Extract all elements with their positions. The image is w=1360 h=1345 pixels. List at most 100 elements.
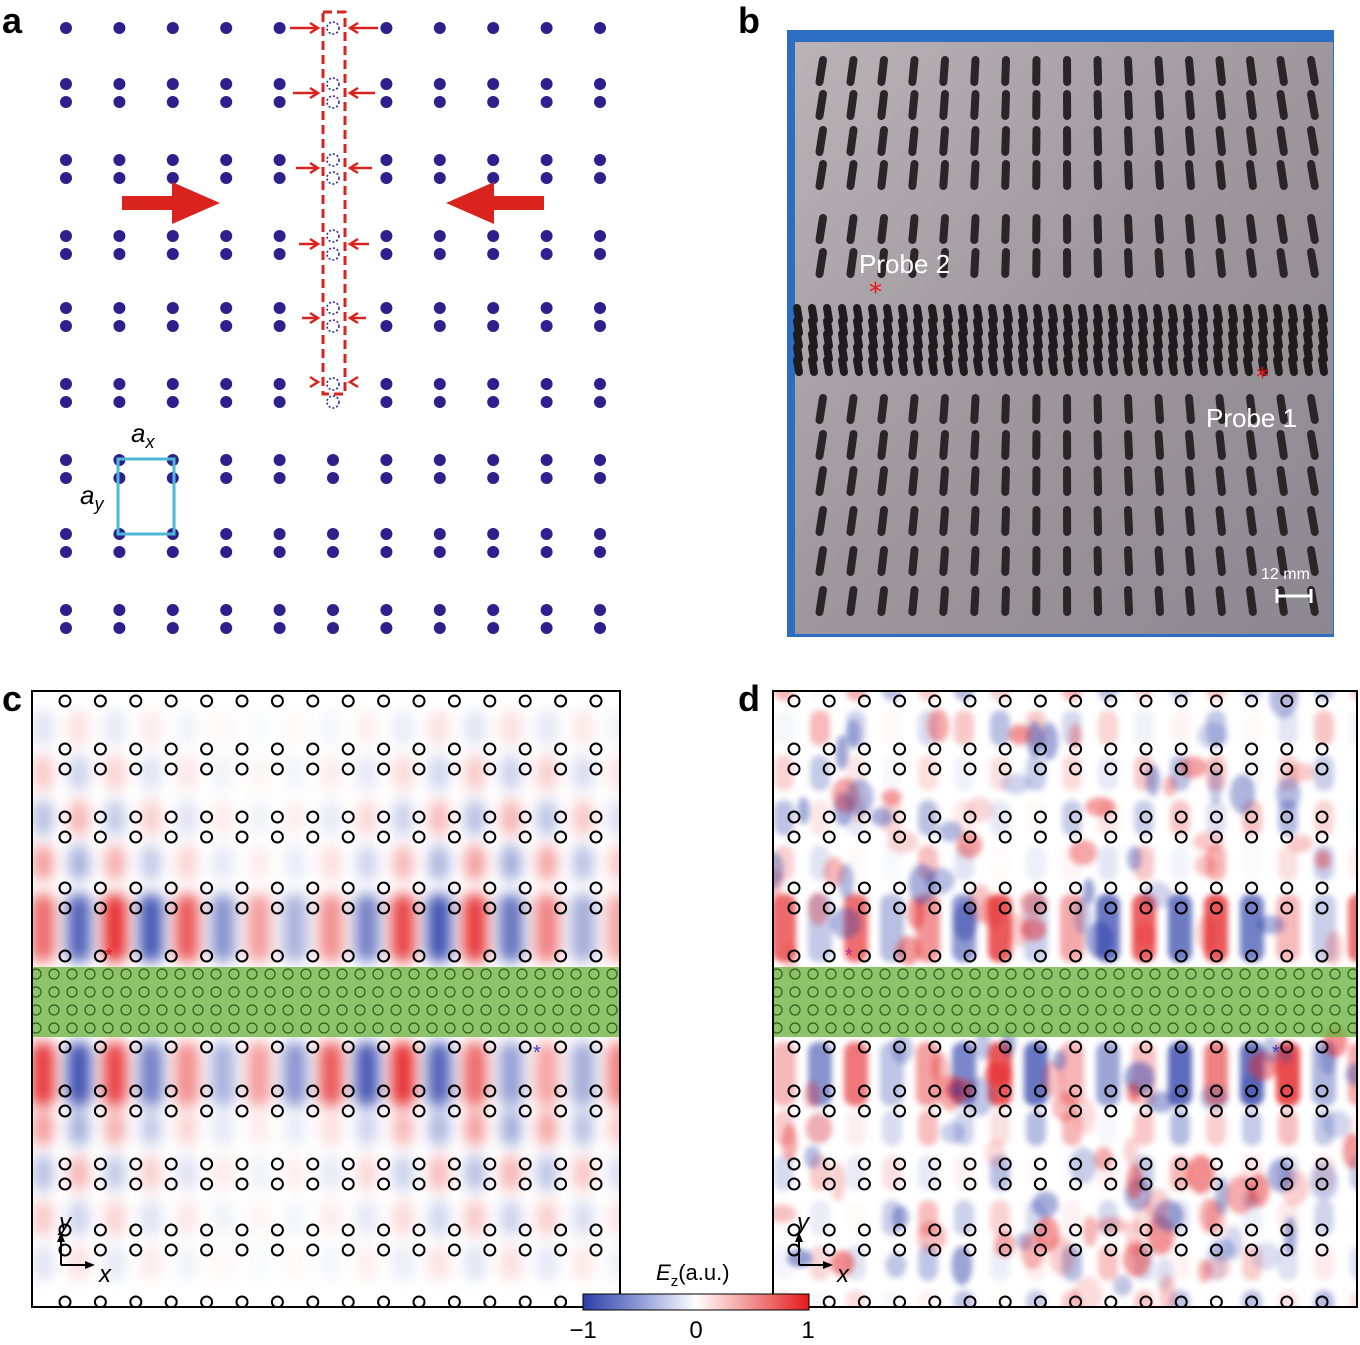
lattice-dot xyxy=(60,172,72,184)
lattice-dot xyxy=(433,378,446,390)
pillar-marker xyxy=(1174,1243,1188,1257)
pillar xyxy=(1215,56,1226,86)
lattice-dot xyxy=(113,230,126,242)
lattice-dot xyxy=(220,154,233,166)
lattice-dot xyxy=(487,604,500,616)
band-marker xyxy=(264,1004,276,1016)
pillar xyxy=(1215,90,1226,120)
lattice-dot xyxy=(60,78,72,90)
pillar xyxy=(1018,356,1028,376)
lattice-dot xyxy=(60,154,72,166)
svg-text:y: y xyxy=(57,1209,73,1236)
band-marker xyxy=(66,968,78,980)
pillar xyxy=(1093,90,1103,120)
pillar xyxy=(1318,356,1328,376)
band-marker xyxy=(1347,1022,1358,1034)
pillar xyxy=(1168,356,1178,376)
pillar-markers xyxy=(31,694,618,1308)
pillar-marker xyxy=(1209,901,1223,915)
pillar-marker xyxy=(857,1243,871,1257)
band-marker xyxy=(825,968,837,980)
band-marker xyxy=(120,968,132,980)
ax-label: ax xyxy=(131,418,155,452)
band-marker xyxy=(951,1022,963,1034)
pillar-marker xyxy=(589,1040,603,1054)
lattice-dot xyxy=(487,378,500,390)
pillar xyxy=(1154,126,1165,156)
pillar xyxy=(1093,160,1103,190)
pillar-marker xyxy=(963,1223,977,1237)
lattice-dot xyxy=(540,604,553,616)
band-marker xyxy=(987,1022,999,1034)
band-marker xyxy=(534,1004,546,1016)
pillar-marker xyxy=(93,1223,107,1237)
pillar-marker xyxy=(235,1223,249,1237)
pillar-marker xyxy=(447,949,461,963)
lattice-dot xyxy=(273,528,286,540)
pillar xyxy=(1246,160,1257,190)
lattice-dot xyxy=(380,302,393,314)
band-marker xyxy=(1257,986,1269,998)
lattice-dot xyxy=(487,320,500,332)
pillar-marker xyxy=(412,1295,426,1308)
pillar-marker xyxy=(306,762,320,776)
lattice-dot xyxy=(380,378,393,390)
pillar xyxy=(1276,586,1288,616)
pillar xyxy=(939,506,949,536)
pillar-marker xyxy=(270,1295,284,1308)
pillar xyxy=(1001,466,1010,496)
pillar-marker xyxy=(93,1104,107,1118)
lattice-dot xyxy=(113,248,126,260)
pillar-marker xyxy=(1209,1243,1223,1257)
band-marker xyxy=(987,1004,999,1016)
band-marker xyxy=(282,986,294,998)
pillar-marker xyxy=(1069,1157,1083,1171)
pillar xyxy=(823,356,833,376)
pillar xyxy=(1276,160,1288,190)
lattice-dot xyxy=(433,472,446,484)
pillar-marker xyxy=(200,810,214,824)
lattice-dot xyxy=(113,154,126,166)
lattice-dot xyxy=(433,604,446,616)
pillar-marker xyxy=(483,1104,497,1118)
band-marker xyxy=(861,968,873,980)
pillar xyxy=(1093,466,1103,496)
pillar xyxy=(939,466,949,496)
pillar-marker xyxy=(1174,1084,1188,1098)
pillar xyxy=(970,506,980,536)
band-marker xyxy=(516,968,528,980)
band-marker xyxy=(1149,986,1161,998)
band-marker xyxy=(1113,1022,1125,1034)
band-marker xyxy=(1311,968,1323,980)
lattice-dot xyxy=(273,320,286,332)
lattice-dot xyxy=(594,320,606,332)
band-marker xyxy=(969,968,981,980)
pillar xyxy=(1307,506,1319,536)
pillar-marker xyxy=(412,1104,426,1118)
pillar-marker xyxy=(93,1157,107,1171)
band-marker xyxy=(772,986,783,998)
pillar xyxy=(1154,56,1165,86)
pillar xyxy=(1307,394,1319,424)
lattice-dot xyxy=(380,172,393,184)
axis-indicator: y x xyxy=(795,1209,850,1288)
band-marker xyxy=(1203,1022,1215,1034)
pillar xyxy=(1093,126,1103,156)
lattice-dot xyxy=(60,546,72,558)
band-marker xyxy=(1041,1022,1053,1034)
pillar xyxy=(1185,506,1195,536)
band-marker xyxy=(138,986,150,998)
pillar xyxy=(1307,248,1319,278)
band-marker xyxy=(1185,968,1197,980)
pillar-marker xyxy=(412,810,426,824)
pillar-marker xyxy=(270,762,284,776)
band-marker xyxy=(951,1004,963,1016)
lattice-dot xyxy=(220,302,233,314)
pillar-marker xyxy=(447,1104,461,1118)
lattice-dot xyxy=(273,302,286,314)
pillar-marker xyxy=(1245,1157,1259,1171)
pillar-marker xyxy=(447,742,461,756)
lattice-dot xyxy=(166,320,179,332)
pillar xyxy=(908,546,919,576)
lattice-dot xyxy=(487,230,500,242)
